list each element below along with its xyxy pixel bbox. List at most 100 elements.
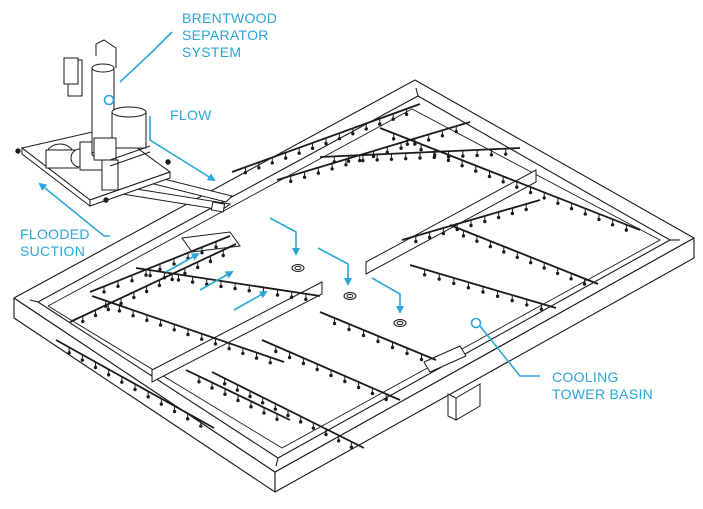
nozzle-tip bbox=[236, 398, 240, 403]
nozzle-tip bbox=[172, 409, 177, 414]
nozzle-tip bbox=[185, 417, 190, 421]
nozzle-tip bbox=[310, 146, 315, 151]
nozzle-tip bbox=[119, 301, 123, 306]
nozzle-tip bbox=[254, 356, 259, 360]
nozzle-tip bbox=[221, 253, 225, 258]
nozzle-tip bbox=[502, 250, 506, 254]
nozzle-tip bbox=[213, 342, 218, 346]
nozzle-tip bbox=[304, 297, 308, 302]
nozzle-tip bbox=[487, 174, 492, 179]
nozzle-tip bbox=[172, 328, 176, 332]
nozzle-tip bbox=[624, 228, 629, 232]
label-flow-line-1: FLOW bbox=[170, 107, 212, 123]
nozzle-tip bbox=[162, 276, 167, 280]
nozzle-tip bbox=[275, 293, 280, 297]
nozzle-tip bbox=[324, 141, 328, 146]
nozzle-tip bbox=[210, 386, 214, 390]
nozzle-tip bbox=[404, 156, 408, 161]
nozzle-tip bbox=[241, 351, 245, 356]
nozzle-tip bbox=[301, 361, 306, 366]
inflow-arrow-2 bbox=[199, 271, 234, 291]
nozzle-tip bbox=[364, 127, 368, 131]
nozzle-tip bbox=[569, 206, 574, 211]
basin-marker bbox=[470, 317, 482, 329]
nozzle-tip bbox=[469, 223, 473, 228]
nozzle-tip bbox=[610, 223, 615, 227]
nozzle-tip bbox=[504, 152, 508, 156]
nozzle-tip bbox=[375, 158, 379, 162]
nozzle-tip bbox=[131, 313, 135, 318]
nozzle-tip bbox=[391, 117, 395, 121]
nozzle-tip bbox=[106, 373, 111, 377]
nozzle-tip bbox=[496, 215, 501, 220]
nozzle-tip bbox=[510, 211, 515, 216]
nozzle-tip bbox=[260, 401, 265, 405]
nozzle-tip bbox=[297, 151, 301, 155]
nozzle-tip bbox=[452, 281, 456, 286]
nozzle-tip bbox=[422, 273, 427, 277]
nozzle-tip bbox=[510, 298, 514, 303]
nozzle-tip bbox=[93, 365, 98, 370]
nozzle-tip bbox=[426, 138, 431, 142]
nozzle-tip bbox=[176, 278, 181, 282]
nozzle-tip bbox=[529, 260, 533, 265]
nozzle-tip bbox=[183, 271, 187, 276]
nozzle-tip bbox=[120, 380, 124, 384]
nozzle-tip bbox=[214, 245, 218, 249]
nozzle-tip bbox=[273, 407, 278, 411]
nozzle-tip bbox=[247, 289, 251, 293]
nozzle-tip bbox=[597, 217, 601, 222]
nozzle-tip bbox=[324, 432, 328, 437]
nozzle-tip bbox=[133, 387, 137, 392]
nozzle-tip bbox=[289, 295, 294, 299]
nozzle-tip bbox=[515, 255, 519, 260]
nozzle-tip bbox=[67, 351, 71, 355]
nozzle-tip bbox=[405, 142, 410, 146]
nozzle-tip bbox=[370, 391, 375, 396]
nozzle-tip bbox=[268, 361, 272, 365]
nozzle-tip bbox=[419, 357, 424, 362]
nozzle-tip bbox=[316, 171, 321, 175]
nozzle-tip bbox=[227, 346, 231, 351]
nozzle-tip bbox=[418, 156, 422, 160]
nozzle-tip bbox=[351, 132, 355, 136]
skid-bolts bbox=[15, 148, 171, 203]
nozzle-tip bbox=[144, 289, 149, 294]
nozzle-tip bbox=[208, 259, 213, 264]
nozzle-tip bbox=[257, 166, 261, 170]
label-flow: FLOW bbox=[170, 107, 212, 124]
nozzle-tip bbox=[148, 273, 152, 278]
nozzle-tip bbox=[475, 239, 479, 243]
nozzle-tip bbox=[404, 112, 409, 117]
nozzle-tip bbox=[159, 402, 164, 406]
nozzle-tip bbox=[361, 158, 365, 163]
nozzle-tip bbox=[542, 196, 546, 200]
suction-arrow bbox=[38, 182, 110, 237]
nozzle-tip bbox=[419, 147, 423, 152]
nozzle-tip bbox=[454, 129, 458, 134]
nozzle-tip bbox=[528, 190, 533, 195]
label-flooded-suction: FLOODED SUCTION bbox=[20, 226, 90, 260]
divider-walls bbox=[151, 169, 537, 383]
nozzle-tip bbox=[199, 424, 203, 428]
nozzle-tip bbox=[461, 154, 465, 158]
label-suction-line-2: SUCTION bbox=[20, 243, 86, 259]
divider-left bbox=[151, 281, 323, 383]
nozzle-tip bbox=[104, 304, 108, 308]
nozzle-tip bbox=[190, 280, 195, 284]
nozzle-tip bbox=[460, 164, 464, 168]
spray-nozzles bbox=[67, 108, 629, 449]
nozzle-tip bbox=[413, 142, 417, 146]
nozzle-tip bbox=[158, 267, 162, 272]
nozzle-tip bbox=[483, 219, 487, 224]
nozzle-tip bbox=[197, 380, 201, 384]
nozzle-tip bbox=[437, 277, 441, 281]
basin-leader bbox=[479, 325, 540, 377]
label-separator-system: BRENTWOOD SEPARATOR SYSTEM bbox=[182, 10, 277, 61]
nozzle-tip bbox=[525, 303, 529, 307]
nozzle-tip bbox=[569, 277, 573, 281]
nozzle-tip bbox=[274, 349, 278, 354]
nozzle-tip bbox=[358, 158, 362, 163]
nozzle-tip bbox=[475, 153, 479, 158]
